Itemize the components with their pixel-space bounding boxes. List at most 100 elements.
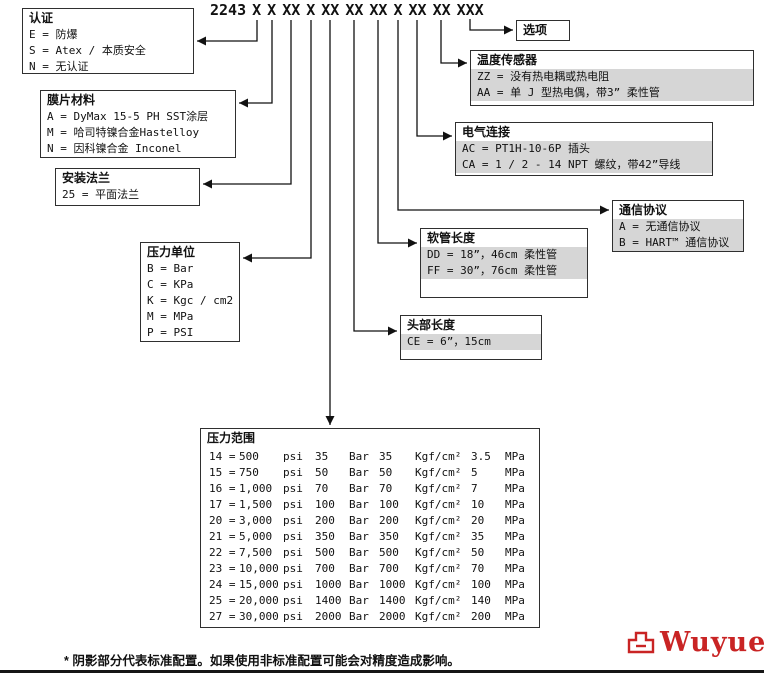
pressure-range-cell: MPa bbox=[505, 594, 525, 607]
pressure-range-cell: MPa bbox=[505, 450, 525, 463]
pressure-range-cell: 50 bbox=[471, 546, 485, 559]
pressure-range-cell: Bar bbox=[349, 594, 369, 607]
footnote: * 阴影部分代表标准配置。如果使用非标准配置可能会对精度造成影响。 bbox=[64, 654, 460, 668]
pressure-range-cell: 17 = bbox=[209, 498, 236, 511]
pressure-unit-box: 压力单位 B = Bar C = KPa K = Kgc / cm2 M = M… bbox=[140, 242, 240, 342]
pressure-range-cell: psi bbox=[283, 482, 303, 495]
certification-option: N = 无认证 bbox=[29, 60, 89, 73]
pressure-range-cell: MPa bbox=[505, 562, 525, 575]
hose-length-option: FF = 30”，76cm 柔性管 bbox=[421, 263, 587, 279]
pressure-range-cell: 500 bbox=[239, 450, 259, 463]
pressure-range-cell: Bar bbox=[349, 578, 369, 591]
pressure-range-cell: 22 = bbox=[209, 546, 236, 559]
connector-flange bbox=[203, 20, 292, 189]
pressure-range-cell: MPa bbox=[505, 530, 525, 543]
connector-certification bbox=[197, 20, 258, 46]
pressure-range-cell: 70 bbox=[471, 562, 485, 575]
connector-hose-length bbox=[377, 20, 417, 248]
pressure-range-cell: 16 = bbox=[209, 482, 236, 495]
pressure-range-title: 压力范围 bbox=[207, 431, 256, 445]
electrical-option: AC = PT1H-10-6P 插头 bbox=[456, 141, 712, 157]
pressure-range-cell: MPa bbox=[505, 578, 525, 591]
pressure-unit-option: P = PSI bbox=[147, 326, 194, 339]
diaphragm-material-box: 膜片材料 A = DyMax 15-5 PH SST涂层 M = 哈司特镍合金H… bbox=[40, 90, 236, 158]
diaphragm-option: A = DyMax 15-5 PH SST涂层 bbox=[47, 110, 209, 123]
flange-option: 25 = 平面法兰 bbox=[62, 188, 140, 201]
pressure-range-cell: MPa bbox=[505, 546, 525, 559]
pressure-range-cell: 50 bbox=[379, 466, 393, 479]
pressure-range-cell: MPa bbox=[505, 482, 525, 495]
pressure-range-cell: 1,500 bbox=[239, 498, 273, 511]
electrical-connection-title: 电气连接 bbox=[462, 125, 511, 139]
pressure-range-cell: Kgf/cm² bbox=[415, 482, 462, 495]
head-length-box: 头部长度 CE = 6”，15cm bbox=[400, 315, 542, 360]
mounting-flange-title: 安装法兰 bbox=[62, 171, 111, 185]
pressure-range-cell: 35 bbox=[379, 450, 393, 463]
pressure-range-cell: Bar bbox=[349, 498, 369, 511]
diaphragm-material-title: 膜片材料 bbox=[47, 93, 96, 107]
pressure-range-cell: 7,500 bbox=[239, 546, 273, 559]
pressure-range-cell: 10,000 bbox=[239, 562, 279, 575]
pressure-range-cell: Bar bbox=[349, 450, 369, 463]
pressure-range-cell: 27 = bbox=[209, 610, 236, 623]
pressure-range-cell: 3,000 bbox=[239, 514, 273, 527]
pressure-range-cell: 100 bbox=[471, 578, 491, 591]
pressure-range-cell: 20,000 bbox=[239, 594, 279, 607]
pressure-range-cell: Bar bbox=[349, 466, 369, 479]
temperature-sensor-title: 温度传感器 bbox=[477, 53, 538, 67]
options-title: 选项 bbox=[523, 23, 548, 37]
brand-logo-text: Wuyue bbox=[660, 627, 764, 658]
pressure-range-cell: Bar bbox=[349, 610, 369, 623]
model-code-segment-3: XX bbox=[282, 1, 301, 19]
pressure-range-cell: Kgf/cm² bbox=[415, 610, 462, 623]
connector-head-length bbox=[353, 20, 397, 336]
pressure-range-cell: 200 bbox=[471, 610, 491, 623]
wuyue-logo-icon bbox=[627, 631, 655, 654]
pressure-range-cell: 25 = bbox=[209, 594, 236, 607]
pressure-range-cell: 500 bbox=[379, 546, 399, 559]
pressure-range-cell: psi bbox=[283, 466, 303, 479]
brand-logo: Wuyue bbox=[626, 629, 764, 657]
pressure-range-cell: 500 bbox=[315, 546, 335, 559]
pressure-range-cell: 15,000 bbox=[239, 578, 279, 591]
pressure-range-cell: 70 bbox=[379, 482, 393, 495]
pressure-range-cell: Bar bbox=[349, 482, 369, 495]
pressure-range-cell: psi bbox=[283, 498, 303, 511]
pressure-range-cell: 350 bbox=[315, 530, 335, 543]
head-length-title: 头部长度 bbox=[407, 318, 456, 332]
pressure-unit-option: K = Kgc / cm2 bbox=[147, 294, 234, 307]
model-code-segment-11: XXX bbox=[456, 1, 484, 19]
pressure-unit-option: M = MPa bbox=[147, 310, 194, 323]
model-code: 2243 X X XX X XX XX XX X XX XX XXX bbox=[210, 1, 484, 19]
pressure-range-cell: Kgf/cm² bbox=[415, 498, 462, 511]
pressure-range-cell: 140 bbox=[471, 594, 491, 607]
pressure-range-cell: 3.5 bbox=[471, 450, 491, 463]
pressure-range-cell: 1400 bbox=[315, 594, 342, 607]
pressure-range-cell: Kgf/cm² bbox=[415, 546, 462, 559]
bottom-rule bbox=[0, 670, 764, 673]
pressure-range-cell: 15 = bbox=[209, 466, 236, 479]
pressure-range-cell: 200 bbox=[379, 514, 399, 527]
pressure-range-cell: 2000 bbox=[379, 610, 406, 623]
pressure-range-cell: 700 bbox=[315, 562, 335, 575]
pressure-range-cell: 350 bbox=[379, 530, 399, 543]
diaphragm-option: N = 因科镍合金 Inconel bbox=[47, 142, 182, 155]
pressure-range-cell: Kgf/cm² bbox=[415, 466, 462, 479]
pressure-range-cell: MPa bbox=[505, 610, 525, 623]
pressure-range-cell: 21 = bbox=[209, 530, 236, 543]
pressure-range-cell: psi bbox=[283, 610, 303, 623]
model-code-segment-4: X bbox=[306, 1, 316, 19]
model-code-segment-10: XX bbox=[432, 1, 451, 19]
temperature-sensor-option: AA = 单 J 型热电偶，带3” 柔性管 bbox=[471, 85, 753, 101]
communication-protocol-box: 通信协议 A = 无通信协议 B = HART™ 通信协议 bbox=[612, 200, 744, 252]
head-length-option: CE = 6”，15cm bbox=[401, 334, 541, 350]
